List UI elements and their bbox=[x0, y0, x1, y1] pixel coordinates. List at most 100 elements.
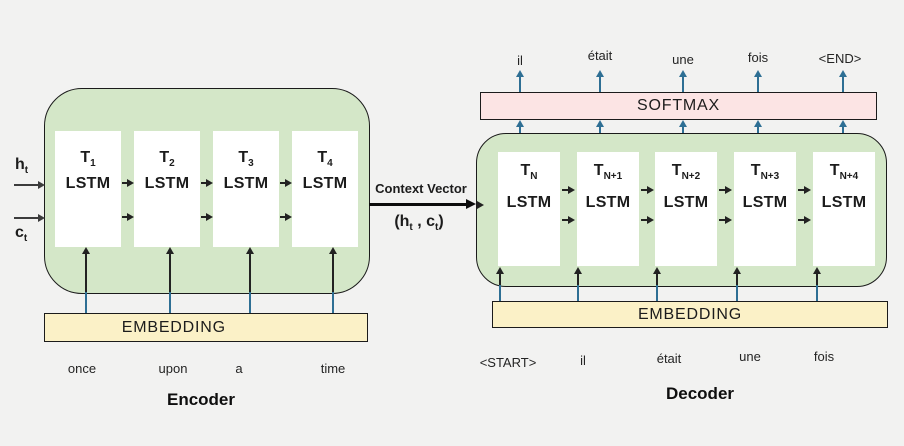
encoder-input-word: a bbox=[235, 361, 243, 376]
encoder-cell-2: T2 LSTM bbox=[134, 131, 200, 247]
softmax-output-arrow-head bbox=[679, 70, 687, 77]
softmax-output-arrow-head bbox=[754, 70, 762, 77]
decoder-input-arrow-head bbox=[813, 267, 821, 274]
decoder-output-word: était bbox=[587, 48, 613, 63]
decoder-input-arrow-head bbox=[733, 267, 741, 274]
decoder-input-arrow-line bbox=[816, 285, 818, 301]
cell-to-softmax-arrow-line bbox=[842, 126, 844, 133]
decoder-embedding-bar: EMBEDDING bbox=[492, 301, 888, 328]
cell-to-softmax-arrow-head bbox=[839, 120, 847, 127]
cell-state-arrow-head bbox=[38, 214, 45, 222]
context-vector-tuple: (ht , ct) bbox=[394, 213, 444, 234]
softmax-output-arrow-line bbox=[757, 76, 759, 92]
softmax-label: SOFTMAX bbox=[637, 97, 720, 114]
decoder-cell-4: TN+3 LSTM bbox=[734, 152, 796, 266]
cell-to-softmax-arrow-line bbox=[599, 126, 601, 133]
encoder-recurrent-arrow-line bbox=[280, 216, 286, 218]
decoder-input-arrow-line bbox=[577, 273, 579, 285]
decoder-input-arrow-line bbox=[656, 273, 658, 285]
context-vector-label: Context Vector bbox=[375, 181, 467, 196]
lstm-label: LSTM bbox=[663, 194, 709, 212]
decoder-input-arrow-line bbox=[499, 285, 501, 301]
cell-to-softmax-arrow-head bbox=[754, 120, 762, 127]
encoder-input-arrow-line bbox=[249, 292, 251, 313]
encoder-recurrent-arrow-line bbox=[201, 182, 207, 184]
decoder-recurrent-arrow-head bbox=[804, 216, 811, 224]
lstm-label: LSTM bbox=[144, 175, 190, 193]
decoder-input-arrow-head bbox=[653, 267, 661, 274]
encoder-recurrent-arrow-head bbox=[127, 179, 134, 187]
decoder-cell-5: TN+4 LSTM bbox=[813, 152, 875, 266]
cell-state-arrow-line bbox=[14, 217, 39, 219]
cell-to-softmax-arrow-head bbox=[596, 120, 604, 127]
encoder-input-arrow-head bbox=[329, 247, 337, 254]
decoder-recurrent-arrow-head bbox=[647, 186, 654, 194]
encoder-input-word: time bbox=[320, 361, 346, 376]
decoder-input-word: une bbox=[739, 349, 761, 364]
softmax-bar: SOFTMAX bbox=[480, 92, 877, 120]
decoder-input-word: fois bbox=[813, 349, 835, 364]
encoder-hidden-state-label: ht bbox=[15, 156, 29, 177]
decoder-input-arrow-head bbox=[496, 267, 504, 274]
decoder-input-word: était bbox=[656, 351, 682, 366]
decoder-input-arrow-line bbox=[736, 273, 738, 285]
lstm-label: LSTM bbox=[821, 194, 867, 212]
decoder-input-arrow-line bbox=[577, 285, 579, 301]
decoder-recurrent-arrow-line bbox=[798, 189, 805, 191]
decoder-input-arrow-line bbox=[816, 273, 818, 285]
encoder-recurrent-arrow-line bbox=[280, 182, 286, 184]
decoder-output-word: <END> bbox=[818, 51, 862, 66]
encoder-recurrent-arrow-head bbox=[285, 213, 292, 221]
decoder-recurrent-arrow-head bbox=[725, 216, 732, 224]
encoder-embedding-label: EMBEDDING bbox=[121, 318, 226, 336]
context-into-decoder-arrow-head bbox=[477, 201, 484, 209]
cell-to-softmax-arrow-head bbox=[679, 120, 687, 127]
cell-to-softmax-arrow-line bbox=[682, 126, 684, 133]
encoder-cell-state-label: ct bbox=[15, 224, 28, 245]
hidden-state-arrow-head bbox=[38, 181, 45, 189]
lstm-label: LSTM bbox=[65, 175, 111, 193]
cell-to-softmax-arrow-line bbox=[519, 126, 521, 133]
decoder-input-arrow-head bbox=[574, 267, 582, 274]
decoder-recurrent-arrow-line bbox=[719, 189, 726, 191]
encoder-cell-1: T1 LSTM bbox=[55, 131, 121, 247]
encoder-input-arrow-head bbox=[82, 247, 90, 254]
softmax-output-arrow-head bbox=[839, 70, 847, 77]
decoder-input-word: <START> bbox=[479, 355, 537, 370]
encoder-input-word: once bbox=[67, 361, 97, 376]
encoder-embedding-bar: EMBEDDING bbox=[44, 313, 368, 342]
decoder-recurrent-arrow-head bbox=[804, 186, 811, 194]
timestep-label: TN+1 bbox=[593, 162, 623, 183]
decoder-cell-1: TN LSTM bbox=[498, 152, 560, 266]
decoder-recurrent-arrow-line bbox=[562, 189, 569, 191]
softmax-output-arrow-head bbox=[596, 70, 604, 77]
softmax-output-arrow-line bbox=[682, 76, 684, 92]
timestep-label: TN+3 bbox=[750, 162, 780, 183]
timestep-label: T4 bbox=[317, 149, 333, 170]
timestep-label: TN+2 bbox=[671, 162, 701, 183]
encoder-recurrent-arrow-line bbox=[201, 216, 207, 218]
encoder-input-word: upon bbox=[158, 361, 188, 376]
decoder-recurrent-arrow-head bbox=[647, 216, 654, 224]
softmax-output-arrow-line bbox=[519, 76, 521, 92]
softmax-output-arrow-line bbox=[842, 76, 844, 92]
encoder-cell-4: T4 LSTM bbox=[292, 131, 358, 247]
lstm-label: LSTM bbox=[585, 194, 631, 212]
decoder-recurrent-arrow-head bbox=[568, 216, 575, 224]
decoder-embedding-label: EMBEDDING bbox=[637, 305, 743, 323]
encoder-input-arrow-line bbox=[169, 292, 171, 313]
context-vector-arrow-line bbox=[369, 203, 468, 206]
decoder-recurrent-arrow-line bbox=[641, 189, 648, 191]
timestep-label: T1 bbox=[80, 149, 96, 170]
lstm-label: LSTM bbox=[223, 175, 269, 193]
timestep-label: T3 bbox=[238, 149, 254, 170]
decoder-output-word: fois bbox=[747, 50, 769, 65]
encoder-cell-3: T3 LSTM bbox=[213, 131, 279, 247]
encoder-input-arrow-line bbox=[85, 292, 87, 313]
decoder-recurrent-arrow-line bbox=[798, 219, 805, 221]
timestep-label: TN bbox=[520, 162, 538, 183]
encoder-input-arrow-line bbox=[332, 292, 334, 313]
encoder-recurrent-arrow-head bbox=[206, 213, 213, 221]
decoder-input-word: il bbox=[580, 353, 586, 368]
decoder-title: Decoder bbox=[665, 384, 735, 403]
